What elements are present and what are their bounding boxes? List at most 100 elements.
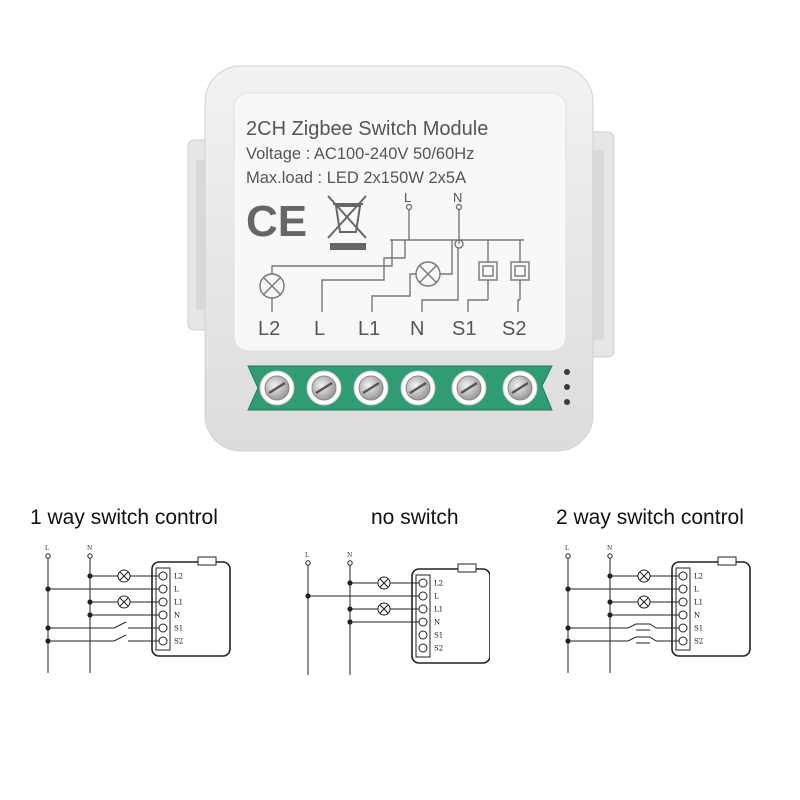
mini-terminal-label: L2	[434, 580, 443, 588]
mini-terminal-label: S2	[174, 638, 183, 646]
mini-module	[411, 568, 490, 664]
indicator-dot	[564, 369, 570, 375]
indicator-dot	[564, 384, 570, 390]
ce-mark-icon: CE	[246, 197, 307, 246]
mini-terminal-label: L1	[694, 599, 703, 607]
mini-terminal-N	[158, 610, 168, 620]
junction-dot	[87, 599, 93, 605]
junction-dot	[45, 625, 51, 631]
module-label-panel	[233, 92, 567, 352]
junction-dot	[305, 593, 311, 599]
module-maxload: Max.load : LED 2x150W 2x5A	[246, 169, 466, 187]
mini-terminal-label: L1	[174, 599, 183, 607]
mini-terminal-label: N	[174, 612, 180, 620]
lamp-cross	[639, 571, 649, 581]
label-wiring-diagram	[259, 203, 530, 312]
mini-terminal-L1	[158, 597, 168, 607]
mini-module	[151, 561, 231, 657]
lamp-cross	[639, 597, 649, 607]
supply-terminal-N	[607, 553, 613, 559]
label-diagram-N: N	[453, 190, 462, 205]
mini-terminal-L	[158, 584, 168, 594]
supply-label-L: L	[305, 552, 309, 559]
mini-terminal-L1	[678, 597, 688, 607]
mini-terminal-S2	[678, 636, 688, 646]
screw-slot	[460, 381, 478, 395]
mini-terminal-label: S1	[174, 625, 183, 633]
terminal-screws	[259, 370, 538, 406]
mini-terminal-label: L	[174, 586, 179, 594]
mini-terminal-label: L1	[434, 606, 443, 614]
supply-label-N: N	[607, 545, 612, 552]
switch-contact	[627, 623, 637, 629]
mini-module-tab	[197, 556, 217, 566]
face-terminal-L1: L1	[358, 318, 380, 340]
face-terminal-S1: S1	[452, 318, 476, 340]
mini-terminal-N	[678, 610, 688, 620]
screw-slot	[362, 381, 380, 395]
screw-slot	[511, 381, 529, 395]
mini-terminal-S1	[158, 623, 168, 633]
face-terminal-L2: L2	[258, 318, 280, 340]
mini-terminal-L2	[678, 571, 688, 581]
supply-terminal-L	[45, 553, 51, 559]
junction-dot	[347, 619, 353, 625]
caption-no-switch: no switch	[371, 506, 459, 529]
junction-dot	[347, 606, 353, 612]
mini-terminal-label: S1	[694, 625, 703, 633]
lamp-cross	[119, 597, 129, 607]
switch-contact	[627, 636, 637, 642]
junction-dot	[607, 599, 613, 605]
switch-contact	[649, 636, 657, 642]
caption-2-way: 2 way switch control	[556, 506, 744, 529]
junction-dot	[565, 586, 571, 592]
junction-dot	[45, 586, 51, 592]
switch-contact	[649, 623, 657, 629]
mini-terminal-label: N	[694, 612, 700, 620]
label-diagram-L: L	[404, 190, 411, 205]
mini-terminal-L1	[418, 604, 428, 614]
junction-dot	[45, 638, 51, 644]
junction-dot	[87, 612, 93, 618]
screw-slot	[315, 381, 333, 395]
face-terminal-S2: S2	[502, 318, 526, 340]
junction-dot	[347, 580, 353, 586]
junction-dot	[565, 625, 571, 631]
mini-terminal-L	[418, 591, 428, 601]
module-voltage: Voltage : AC100-240V 50/60Hz	[246, 145, 474, 163]
switch-contact	[113, 621, 127, 629]
switch-contact	[113, 634, 127, 642]
weee-crossed-bin-icon	[327, 195, 367, 250]
supply-terminal-N	[347, 560, 353, 566]
caption-1-way: 1 way switch control	[30, 506, 218, 529]
mini-terminal-label: S2	[434, 645, 443, 653]
lamp-cross	[379, 578, 389, 588]
mini-terminal-label: L2	[174, 573, 183, 581]
supply-terminal-L	[565, 553, 571, 559]
mini-terminal-S2	[158, 636, 168, 646]
face-terminal-N: N	[410, 318, 424, 340]
junction-dot	[607, 612, 613, 618]
mini-terminal-L2	[418, 578, 428, 588]
supply-label-N: N	[87, 545, 92, 552]
screw-slot	[268, 381, 286, 395]
switch-module-illustration: 2CH Zigbee Switch Module Voltage : AC100…	[187, 65, 615, 452]
mini-terminal-L2	[158, 571, 168, 581]
supply-label-L: L	[565, 545, 569, 552]
mini-terminal-L	[678, 584, 688, 594]
mini-terminal-label: S1	[434, 632, 443, 640]
mini-terminal-N	[418, 617, 428, 627]
mini-terminal-label: L	[434, 593, 439, 601]
mini-terminal-label: L2	[694, 573, 703, 581]
mini-module	[671, 561, 751, 657]
junction-dot	[87, 573, 93, 579]
mini-terminal-label: L	[694, 586, 699, 594]
mini-terminal-label: N	[434, 619, 440, 627]
supply-label-L: L	[45, 545, 49, 552]
junction-dot	[565, 638, 571, 644]
supply-label-N: N	[347, 552, 352, 559]
mini-terminal-S1	[678, 623, 688, 633]
indicator-dot	[564, 399, 570, 405]
